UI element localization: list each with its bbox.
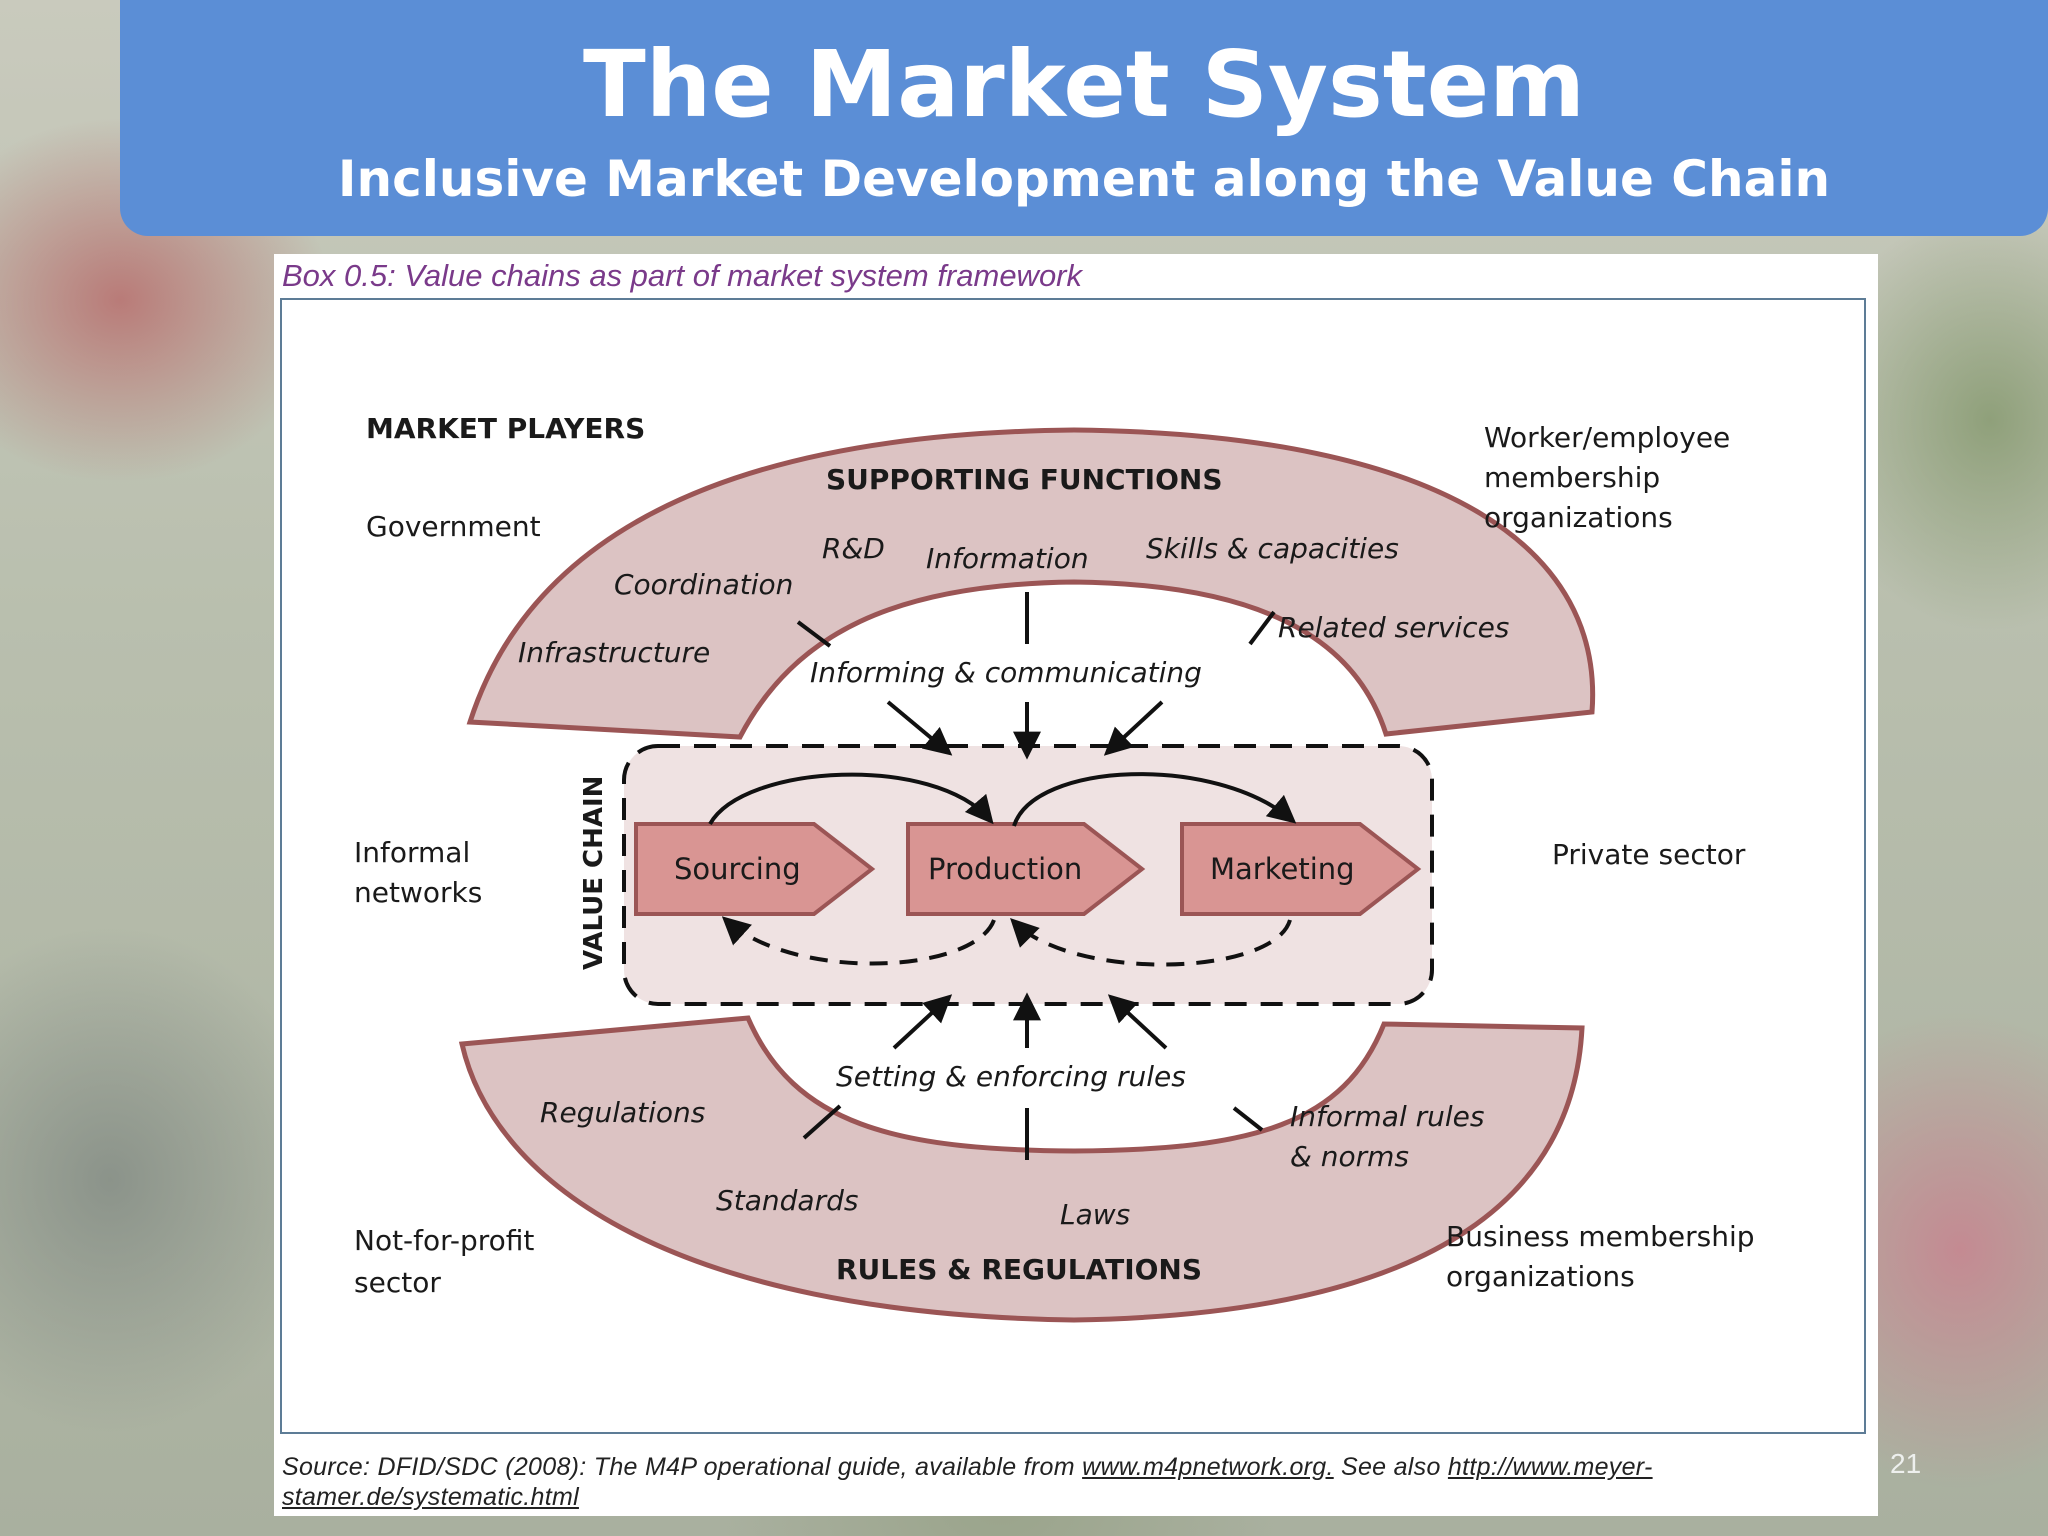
player-nfp-line1: Not-for-profit bbox=[354, 1224, 534, 1257]
value-chain-label: VALUE CHAIN bbox=[579, 776, 609, 970]
production-label: Production bbox=[928, 852, 1082, 886]
slide-title: The Market System bbox=[582, 31, 1586, 138]
source-citation: Source: DFID/SDC (2008): The M4P operati… bbox=[282, 1452, 1872, 1512]
regulations-tick bbox=[802, 1104, 842, 1140]
rules-laws: Laws bbox=[1060, 1198, 1130, 1231]
marketing-label: Marketing bbox=[1210, 852, 1355, 886]
player-informal-line2: networks bbox=[354, 876, 482, 909]
rules-regulations-arc bbox=[458, 1015, 1585, 1323]
figure-frame bbox=[280, 298, 1866, 1434]
market-system-diagram: MARKET PLAYERS Government Worker/employe… bbox=[354, 412, 1755, 1323]
source-link-meyer-part1[interactable]: http://www.meyer- bbox=[1447, 1453, 1653, 1481]
marketing-chevron bbox=[1180, 822, 1422, 916]
production-to-marketing-arrow bbox=[1012, 772, 1297, 827]
source-middle: See also bbox=[1333, 1453, 1448, 1481]
rules-setting: Setting & enforcing rules bbox=[836, 1060, 1186, 1093]
player-nfp-line2: sector bbox=[354, 1266, 441, 1299]
sourcing-to-production-arrow bbox=[708, 772, 994, 826]
supporting-skills: Skills & capacities bbox=[1146, 532, 1399, 565]
supporting-functions-arc bbox=[466, 427, 1596, 740]
informing-arrow-right bbox=[1103, 700, 1164, 756]
coordination-tick bbox=[796, 620, 832, 648]
box-title: Box 0.5: Value chains as part of market … bbox=[282, 258, 1083, 293]
figure-panel: Box 0.5: Value chains as part of market … bbox=[274, 254, 1878, 1516]
source-link-m4p[interactable]: www.m4pnetwork.org. bbox=[1082, 1453, 1334, 1481]
slide-subtitle: Inclusive Market Development along the V… bbox=[337, 150, 1831, 208]
player-business-line1: Business membership bbox=[1446, 1220, 1755, 1253]
marketing-to-production-dashed-arrow bbox=[1010, 918, 1292, 967]
player-worker-line3: organizations bbox=[1484, 501, 1673, 534]
rules-regulations: Regulations bbox=[540, 1096, 705, 1129]
rules-informal-line2: & norms bbox=[1290, 1140, 1409, 1173]
supporting-rd: R&D bbox=[822, 532, 885, 565]
player-informal-line1: Informal bbox=[354, 836, 470, 869]
supporting-information: Information bbox=[926, 542, 1089, 575]
sourcing-label: Sourcing bbox=[674, 852, 801, 886]
rules-informal-line1: Informal rules bbox=[1290, 1100, 1484, 1133]
informing-arrow-left bbox=[886, 700, 953, 756]
production-chevron bbox=[906, 822, 1146, 916]
player-worker-line1: Worker/employee bbox=[1484, 421, 1730, 454]
setting-arrow-right bbox=[1107, 994, 1168, 1050]
source-link-meyer-part2[interactable]: stamer.de/systematic.html bbox=[282, 1483, 579, 1511]
supporting-informing: Informing & communicating bbox=[810, 656, 1202, 689]
supporting-related-services: Related services bbox=[1278, 611, 1509, 644]
page-number: 21 bbox=[1890, 1448, 1922, 1479]
source-prefix: Source: DFID/SDC (2008): The M4P operati… bbox=[282, 1453, 1083, 1481]
rules-regulations-heading: RULES & REGULATIONS bbox=[836, 1253, 1202, 1286]
player-private-sector: Private sector bbox=[1552, 838, 1746, 871]
informal-rules-tick bbox=[1232, 1106, 1264, 1132]
player-government: Government bbox=[366, 510, 541, 543]
sourcing-chevron bbox=[634, 822, 876, 916]
setting-arrow-left bbox=[892, 994, 953, 1050]
rules-standards: Standards bbox=[716, 1184, 858, 1217]
production-to-sourcing-dashed-arrow bbox=[721, 916, 996, 966]
supporting-functions-heading: SUPPORTING FUNCTIONS bbox=[826, 463, 1223, 496]
player-business-line2: organizations bbox=[1446, 1260, 1635, 1293]
related-tick bbox=[1248, 610, 1276, 646]
market-players-heading: MARKET PLAYERS bbox=[366, 412, 645, 445]
supporting-infrastructure: Infrastructure bbox=[518, 636, 710, 669]
title-banner: The Market System Inclusive Market Devel… bbox=[120, 0, 2048, 236]
supporting-coordination: Coordination bbox=[614, 568, 793, 601]
player-worker-line2: membership bbox=[1484, 461, 1660, 494]
